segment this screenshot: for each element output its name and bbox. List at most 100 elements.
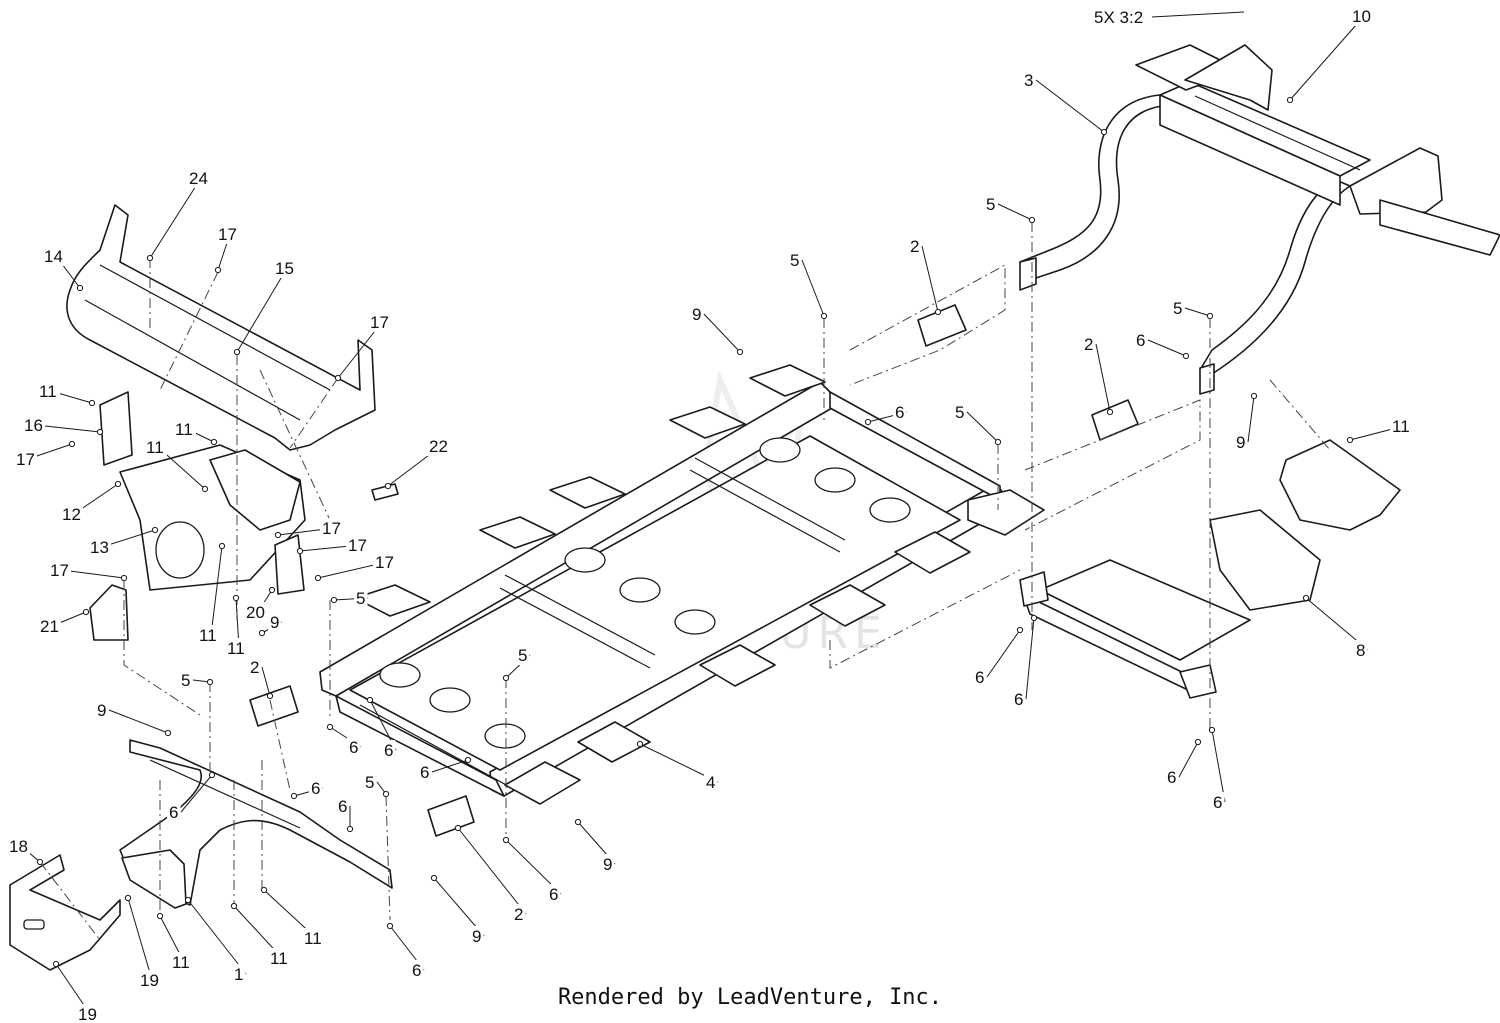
callout-number: 17 — [375, 553, 394, 572]
callout-leader — [431, 759, 469, 773]
part-16-side-plate — [99, 391, 133, 466]
callout-label-bg — [601, 854, 615, 874]
callout-number: 19 — [140, 971, 159, 990]
callout-5: 5 — [984, 194, 1036, 224]
callout-11: 11 — [156, 912, 193, 972]
callout-6: 6 — [167, 771, 216, 822]
fastener-marker — [274, 531, 282, 539]
fastener-marker — [120, 574, 128, 582]
fastener-marker — [214, 266, 222, 274]
callout-label-bg — [7, 836, 30, 856]
part-14-bumper-frame — [66, 204, 376, 451]
callout-number: 6 — [311, 779, 320, 798]
fastener-marker — [314, 574, 322, 582]
callout-6: 6 — [973, 626, 1024, 687]
callout-label-bg — [1171, 298, 1185, 318]
fastener-marker — [230, 902, 238, 910]
callout-leader — [108, 709, 169, 734]
callout-leader — [35, 424, 101, 433]
fastener-marker — [1346, 436, 1354, 444]
callout-label-bg — [170, 952, 193, 972]
callout-label-bg — [1211, 792, 1225, 812]
callout-label-bg — [1350, 6, 1373, 26]
fastener-marker — [268, 586, 276, 594]
fastener-marker — [502, 674, 510, 682]
callout-label-bg — [144, 437, 167, 457]
callout-number: 9 — [692, 305, 701, 324]
callout-17: 17 — [296, 535, 369, 555]
callout-6: 6 — [386, 922, 425, 980]
callout-number: 6 — [975, 668, 984, 687]
callout-6: 6 — [502, 836, 562, 904]
callout-number: 11 — [199, 626, 217, 645]
fastener-marker — [114, 480, 122, 488]
callout-22: 22 — [384, 436, 450, 490]
callout-2: 2 — [454, 824, 527, 924]
callout-label-bg — [138, 970, 161, 990]
callout-label-bg — [197, 625, 220, 645]
callout-number: 15 — [275, 259, 294, 278]
fastener-marker — [464, 756, 472, 764]
callout-number: 6 — [384, 741, 393, 760]
callout-label-bg — [302, 928, 325, 948]
callout-17: 17 — [48, 560, 128, 582]
callout-number: 8 — [1356, 641, 1365, 660]
callout-label-bg — [410, 960, 424, 980]
callout-label-bg — [14, 449, 37, 469]
callout-number: 9 — [472, 927, 481, 946]
callout-20: 20 — [244, 586, 276, 622]
callout-6: 6 — [418, 756, 472, 782]
callout-number: 21 — [40, 617, 59, 636]
fastener-marker — [1302, 594, 1310, 602]
callout-label-bg — [76, 1004, 99, 1023]
callout-number: 4 — [706, 773, 715, 792]
callout-label-bg — [336, 796, 350, 816]
callout-label-bg — [268, 948, 291, 968]
callout-6: 6 — [1134, 330, 1190, 360]
callout-number: 24 — [189, 169, 208, 188]
fastener-marker — [76, 284, 84, 292]
callout-number: 14 — [44, 247, 63, 266]
fastener-marker — [1182, 352, 1190, 360]
callout-number: 13 — [90, 538, 109, 557]
callout-8: 8 — [1302, 594, 1369, 660]
callout-label-bg — [1022, 70, 1036, 90]
fastener-marker — [88, 399, 96, 407]
fastener-marker — [994, 438, 1002, 446]
fastener-marker — [384, 482, 392, 490]
fastener-marker — [1016, 626, 1024, 634]
callout-label-bg — [309, 778, 323, 798]
callout-number: 11 — [39, 382, 57, 401]
fastener-marker — [1030, 614, 1038, 622]
callout-9: 9 — [1234, 392, 1258, 452]
callout-number: 17 — [370, 313, 389, 332]
callout-label-bg — [347, 737, 361, 757]
callout-label-bg — [48, 560, 71, 580]
fastener-marker — [1250, 392, 1258, 400]
fastener-marker — [151, 526, 159, 534]
callout-5: 5 — [502, 645, 531, 682]
callout-label-bg — [95, 700, 109, 720]
callout-label-bg — [88, 537, 111, 557]
callout-6: 6 — [1208, 726, 1226, 812]
callout-label-bg — [893, 402, 907, 422]
callout-14: 14 — [42, 246, 84, 292]
callout-11: 11 — [230, 902, 291, 968]
fastener-marker — [366, 696, 374, 704]
callout-17: 17 — [334, 312, 391, 382]
callout-17: 17 — [274, 518, 343, 539]
callout-label-bg — [973, 667, 987, 687]
callout-5: 5 — [330, 588, 369, 608]
callout-number: 2 — [910, 237, 919, 256]
callout-number: 11 — [270, 949, 288, 968]
fastener-marker — [232, 594, 240, 602]
callout-number: 6 — [349, 738, 358, 757]
callout-number: 19 — [78, 1005, 97, 1023]
callout-5: 5 — [788, 250, 828, 320]
callout-number: 17 — [322, 519, 341, 538]
callout-label-bg — [244, 602, 267, 622]
part-1-lower-frame — [119, 739, 393, 909]
callout-2: 2 — [248, 657, 274, 700]
callout-leader — [801, 259, 825, 317]
